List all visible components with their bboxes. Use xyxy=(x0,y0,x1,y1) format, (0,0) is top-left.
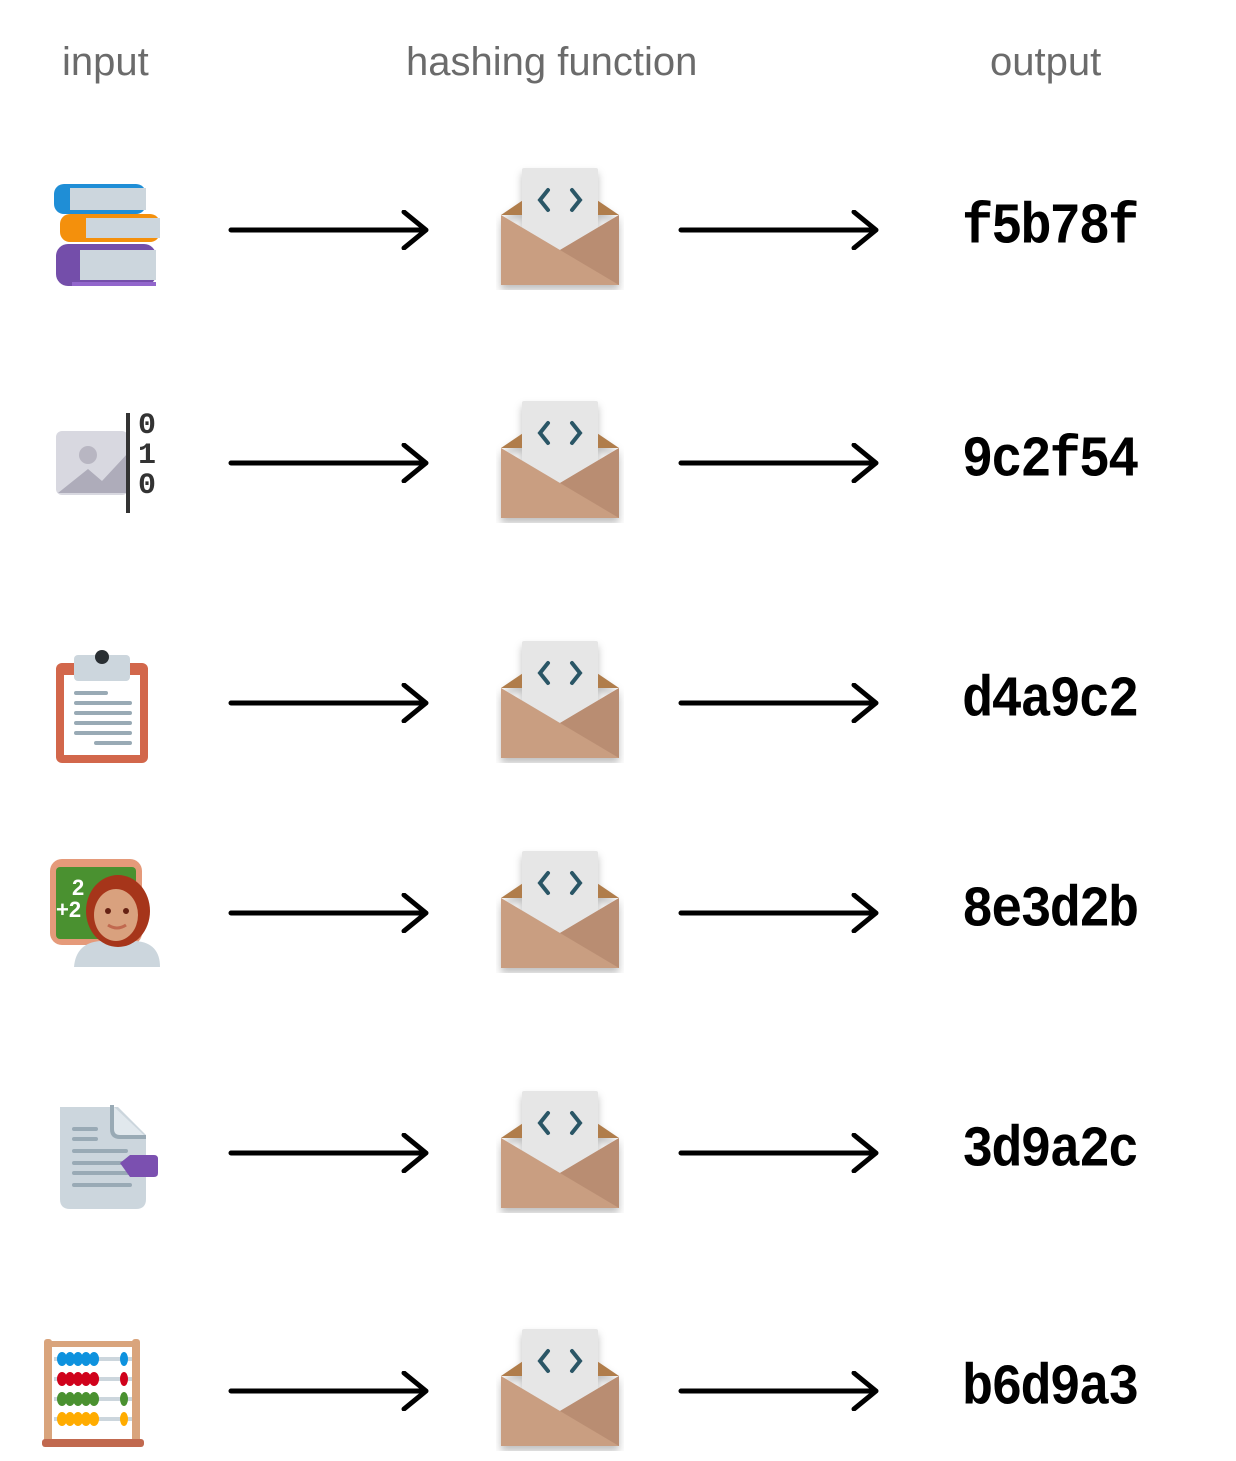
arrow-icon xyxy=(678,892,883,934)
arrow-icon xyxy=(228,682,433,724)
clipboard-icon xyxy=(40,643,170,763)
arrow-icon xyxy=(228,1370,433,1412)
header-input: input xyxy=(62,40,149,84)
arrow-icon xyxy=(228,209,433,251)
board-text: +2 xyxy=(56,897,81,922)
books-icon xyxy=(40,170,170,290)
header-hashing-function: hashing function xyxy=(406,40,698,84)
hash-output: 8e3d2b xyxy=(962,878,1139,943)
hash-row: f5b78f xyxy=(0,160,1236,300)
arrow-icon xyxy=(678,682,883,724)
arrow-icon xyxy=(678,209,883,251)
binary-digit: 0 xyxy=(138,469,157,503)
board-text: 2 xyxy=(72,875,84,900)
hashing-function-envelope-icon xyxy=(496,1083,624,1213)
arrow-icon xyxy=(228,1132,433,1174)
arrow-icon xyxy=(678,1132,883,1174)
hashing-function-envelope-icon xyxy=(496,633,624,763)
hashing-function-envelope-icon xyxy=(496,1321,624,1451)
hash-output: f5b78f xyxy=(962,195,1139,260)
arrow-icon xyxy=(678,1370,883,1412)
teacher-icon: 2+2 xyxy=(40,853,170,973)
abacus-icon xyxy=(40,1331,170,1451)
hashing-function-envelope-icon xyxy=(496,160,624,290)
arrow-icon xyxy=(228,442,433,484)
hash-row: d4a9c2 xyxy=(0,633,1236,773)
arrow-icon xyxy=(678,442,883,484)
header-output: output xyxy=(990,40,1102,84)
hash-output: 3d9a2c xyxy=(962,1118,1139,1183)
hash-row: b6d9a3 xyxy=(0,1321,1236,1461)
arrow-icon xyxy=(228,892,433,934)
hashing-function-envelope-icon xyxy=(496,843,624,973)
binary-digit: 0 xyxy=(138,409,157,443)
document-tag-icon xyxy=(40,1093,170,1213)
hashing-function-envelope-icon xyxy=(496,393,624,523)
binary-digit: 1 xyxy=(138,439,157,473)
hash-row: 3d9a2c xyxy=(0,1083,1236,1223)
hash-row: 2+2 8e3d2b xyxy=(0,843,1236,983)
hash-output: 9c2f54 xyxy=(962,428,1139,493)
hash-output: d4a9c2 xyxy=(962,668,1139,733)
hash-output: b6d9a3 xyxy=(962,1356,1139,1421)
